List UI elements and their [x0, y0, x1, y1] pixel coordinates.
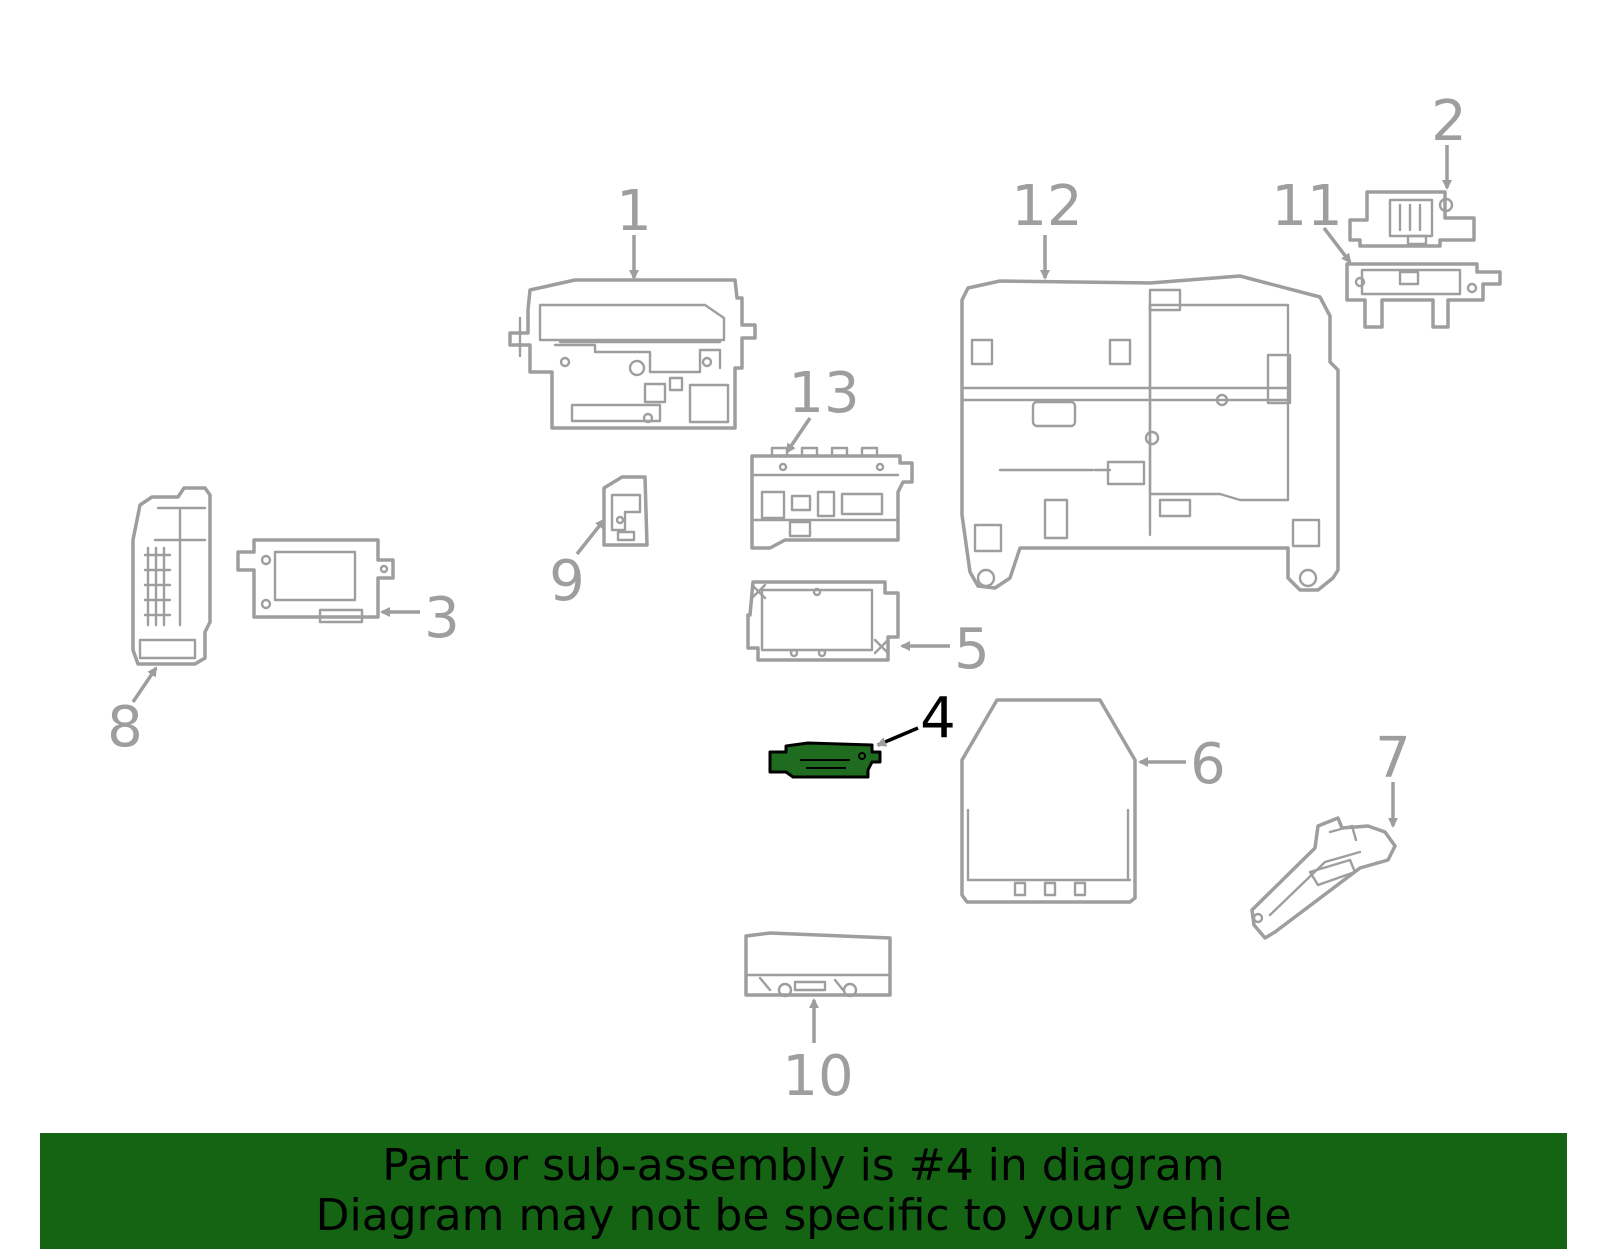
callout-11: 11 [1271, 174, 1342, 239]
part-13-bracket[interactable] [750, 446, 914, 550]
callout-7: 7 [1375, 726, 1411, 791]
info-banner: Part or sub-assembly is #4 in diagram Di… [40, 1133, 1567, 1249]
part-2-module[interactable] [1348, 190, 1476, 248]
arrow-9 [575, 518, 606, 556]
callout-arrows [131, 145, 1452, 1043]
part-11-module[interactable] [1345, 262, 1502, 329]
callout-labels: 1 2 3 4 5 6 7 8 9 10 11 12 13 [107, 89, 1467, 1109]
part-6-cover[interactable] [960, 698, 1137, 904]
part-9-bracket[interactable] [602, 475, 649, 547]
banner-line-disclaimer: Diagram may not be specific to your vehi… [315, 1190, 1292, 1241]
arrow-4 [876, 726, 919, 747]
callout-9: 9 [549, 549, 585, 614]
part-10-module[interactable] [744, 931, 892, 998]
part-7-module[interactable] [1250, 816, 1397, 940]
callout-1: 1 [616, 179, 652, 244]
part-3-module[interactable] [236, 538, 395, 624]
callout-5: 5 [954, 617, 990, 682]
part-5-module[interactable] [746, 580, 900, 662]
callout-6: 6 [1190, 732, 1226, 797]
callout-10: 10 [782, 1044, 853, 1109]
banner-line-part: Part or sub-assembly is #4 in diagram [382, 1140, 1225, 1191]
part-8-module[interactable] [131, 486, 212, 666]
arrow-8 [131, 666, 158, 703]
callout-13: 13 [788, 361, 859, 426]
callout-4: 4 [920, 686, 956, 751]
part-1-head-unit[interactable] [508, 278, 757, 430]
callout-8: 8 [107, 695, 143, 760]
part-4-module-highlighted[interactable] [768, 741, 882, 779]
arrow-11 [1322, 226, 1352, 264]
arrow-13 [785, 417, 812, 454]
callout-12: 12 [1011, 174, 1082, 239]
callout-2: 2 [1431, 89, 1467, 154]
callout-3: 3 [424, 586, 460, 651]
part-12-tray[interactable] [960, 274, 1340, 592]
